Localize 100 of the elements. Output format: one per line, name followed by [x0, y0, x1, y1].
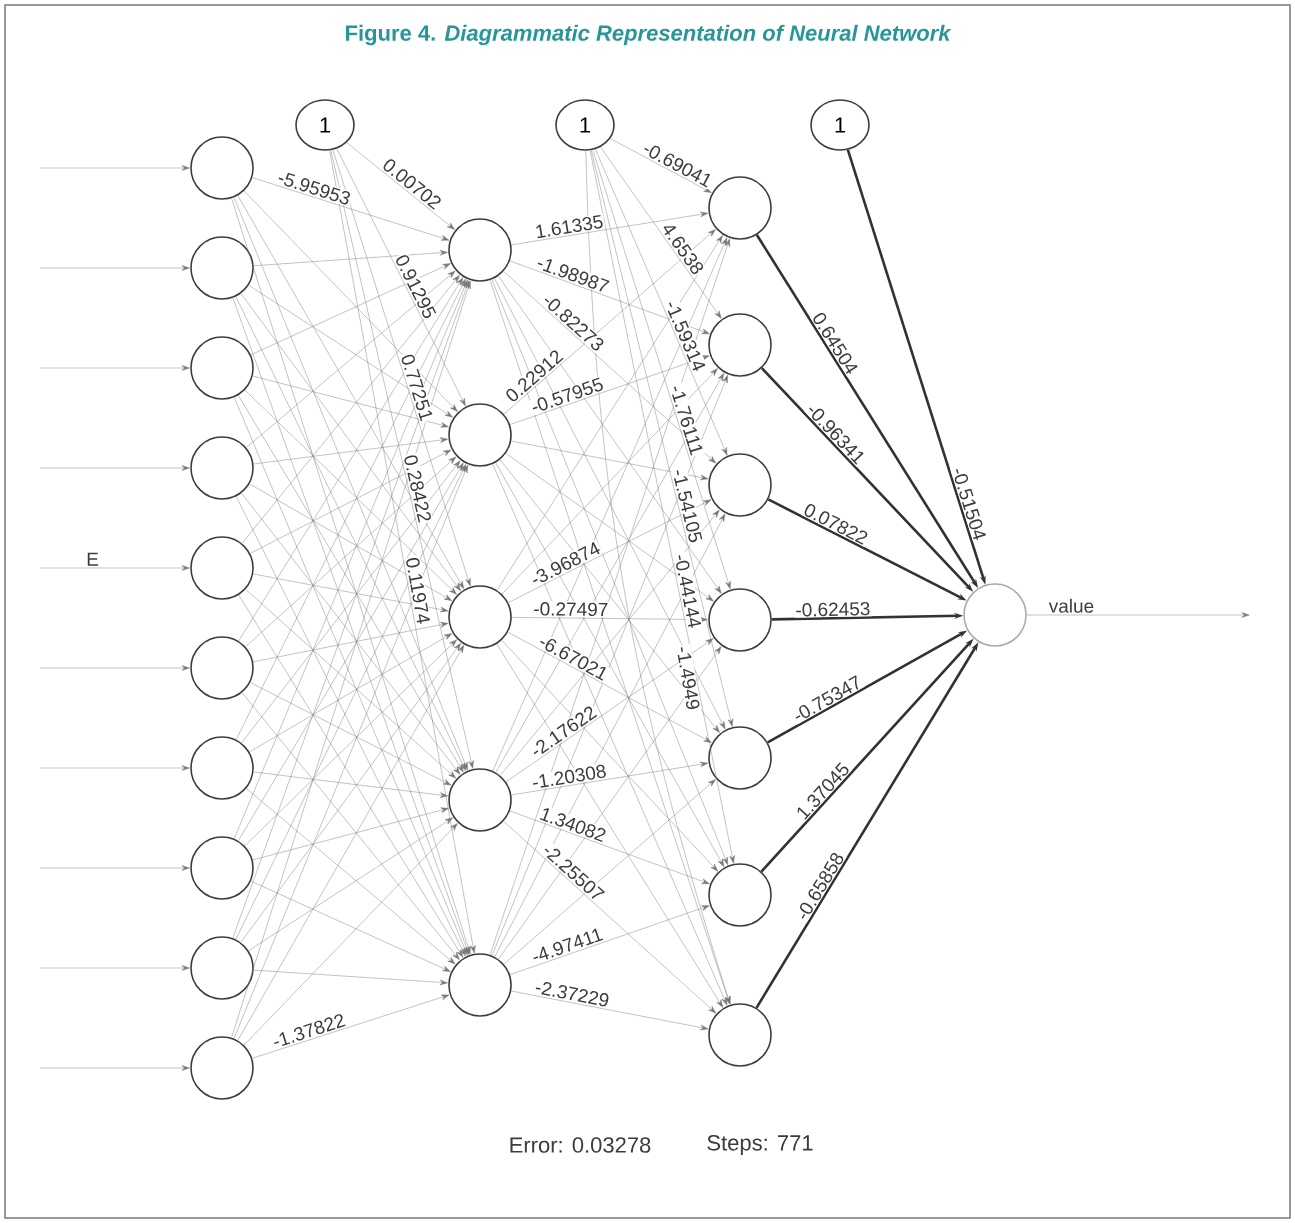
arrow	[241, 492, 461, 775]
hidden-neuron	[708, 176, 772, 240]
arrow	[491, 279, 729, 866]
arrow	[595, 148, 728, 456]
arrow	[241, 275, 460, 544]
arrow	[237, 645, 465, 1041]
arrow	[240, 293, 461, 592]
arrow	[503, 271, 717, 464]
arrow	[252, 177, 450, 241]
hidden-neuron	[708, 313, 772, 377]
arrow	[39, 365, 190, 371]
edge-label: -1.4949	[675, 643, 702, 712]
arrow	[501, 640, 719, 872]
edge-label: -0.27497	[532, 600, 610, 618]
arrow	[252, 994, 450, 1059]
arrow	[509, 905, 710, 975]
edge-label: -5.95953	[275, 168, 354, 207]
hidden-neuron	[708, 588, 772, 652]
arrow	[241, 460, 461, 744]
hidden-neuron	[708, 453, 772, 517]
arrow	[505, 638, 714, 783]
arrow	[238, 594, 464, 958]
arrow	[252, 375, 449, 428]
arrow	[241, 692, 460, 961]
bias-node: 1	[295, 99, 355, 151]
arrow	[39, 265, 190, 271]
note: Error: 0.03278	[510, 1137, 651, 1153]
arrow	[249, 483, 453, 601]
arrow	[507, 631, 712, 743]
input-neuron	[190, 636, 254, 700]
edge-label: -1.37822	[269, 1011, 348, 1050]
arrow	[250, 449, 452, 554]
arrow	[332, 149, 471, 587]
hidden-neuron	[448, 218, 512, 282]
arrow	[329, 150, 476, 954]
arrow	[253, 250, 448, 266]
arrow	[238, 395, 464, 773]
arrow	[500, 509, 720, 776]
arrow	[238, 462, 464, 841]
arrow	[509, 260, 710, 335]
arrow	[499, 459, 720, 733]
arrow	[253, 969, 448, 986]
arrow	[237, 195, 465, 590]
edge-label: 1.61335	[533, 213, 606, 240]
arrow	[505, 453, 714, 602]
note: Steps: 771	[707, 1135, 813, 1155]
input-neuron	[190, 336, 254, 400]
arrow	[250, 263, 451, 355]
arrow	[1026, 612, 1250, 618]
arrow	[245, 589, 457, 779]
arrow	[492, 237, 728, 772]
arrow	[511, 616, 708, 623]
arrow	[39, 665, 190, 671]
edge-label: -1.54105	[670, 466, 705, 545]
title: Figure 4. Diagrammatic Representation of Neural Network	[346, 24, 952, 46]
arrow	[592, 149, 731, 590]
hidden-neuron	[448, 953, 512, 1017]
arrow	[509, 355, 710, 425]
edge-label: 0.28422	[402, 452, 434, 525]
arrow	[248, 285, 453, 418]
input-neuron	[190, 136, 254, 200]
input-neuron	[190, 736, 254, 800]
arrow	[253, 771, 448, 798]
arrow	[330, 150, 474, 769]
arrow	[238, 277, 464, 642]
edge-label: -0.62453	[794, 600, 872, 618]
arrow	[244, 639, 457, 847]
arrow	[495, 462, 725, 867]
bias-node: 1	[555, 99, 615, 151]
edge-label: 0.77251	[399, 351, 436, 424]
arrow	[234, 279, 468, 839]
edge-label: -1.76111	[668, 382, 706, 458]
arrow	[509, 810, 710, 885]
arrow	[246, 788, 456, 965]
arrow	[492, 463, 728, 1006]
edge-label: E	[85, 551, 100, 567]
bias-node: 1	[810, 99, 870, 151]
arrow	[39, 165, 190, 171]
arrow	[249, 633, 453, 753]
arrow	[250, 880, 451, 972]
arrow	[511, 440, 709, 481]
arrow	[585, 150, 731, 1005]
arrow	[39, 465, 190, 471]
arrow	[498, 646, 722, 960]
arrow	[243, 190, 458, 412]
arrow	[508, 499, 712, 603]
arrow	[503, 821, 717, 1014]
edge-label: -4.97411	[528, 925, 606, 966]
arrow	[250, 682, 452, 786]
hidden-neuron	[708, 863, 772, 927]
input-neuron	[190, 536, 254, 600]
arrow	[39, 565, 190, 571]
hidden-neuron	[708, 726, 772, 790]
input-neuron	[190, 436, 254, 500]
edge-label: value	[1047, 597, 1096, 614]
arrow	[246, 270, 456, 448]
arrow	[503, 229, 716, 415]
input-neuron	[190, 836, 254, 900]
input-neuron	[190, 936, 254, 1000]
arrow	[240, 642, 461, 943]
